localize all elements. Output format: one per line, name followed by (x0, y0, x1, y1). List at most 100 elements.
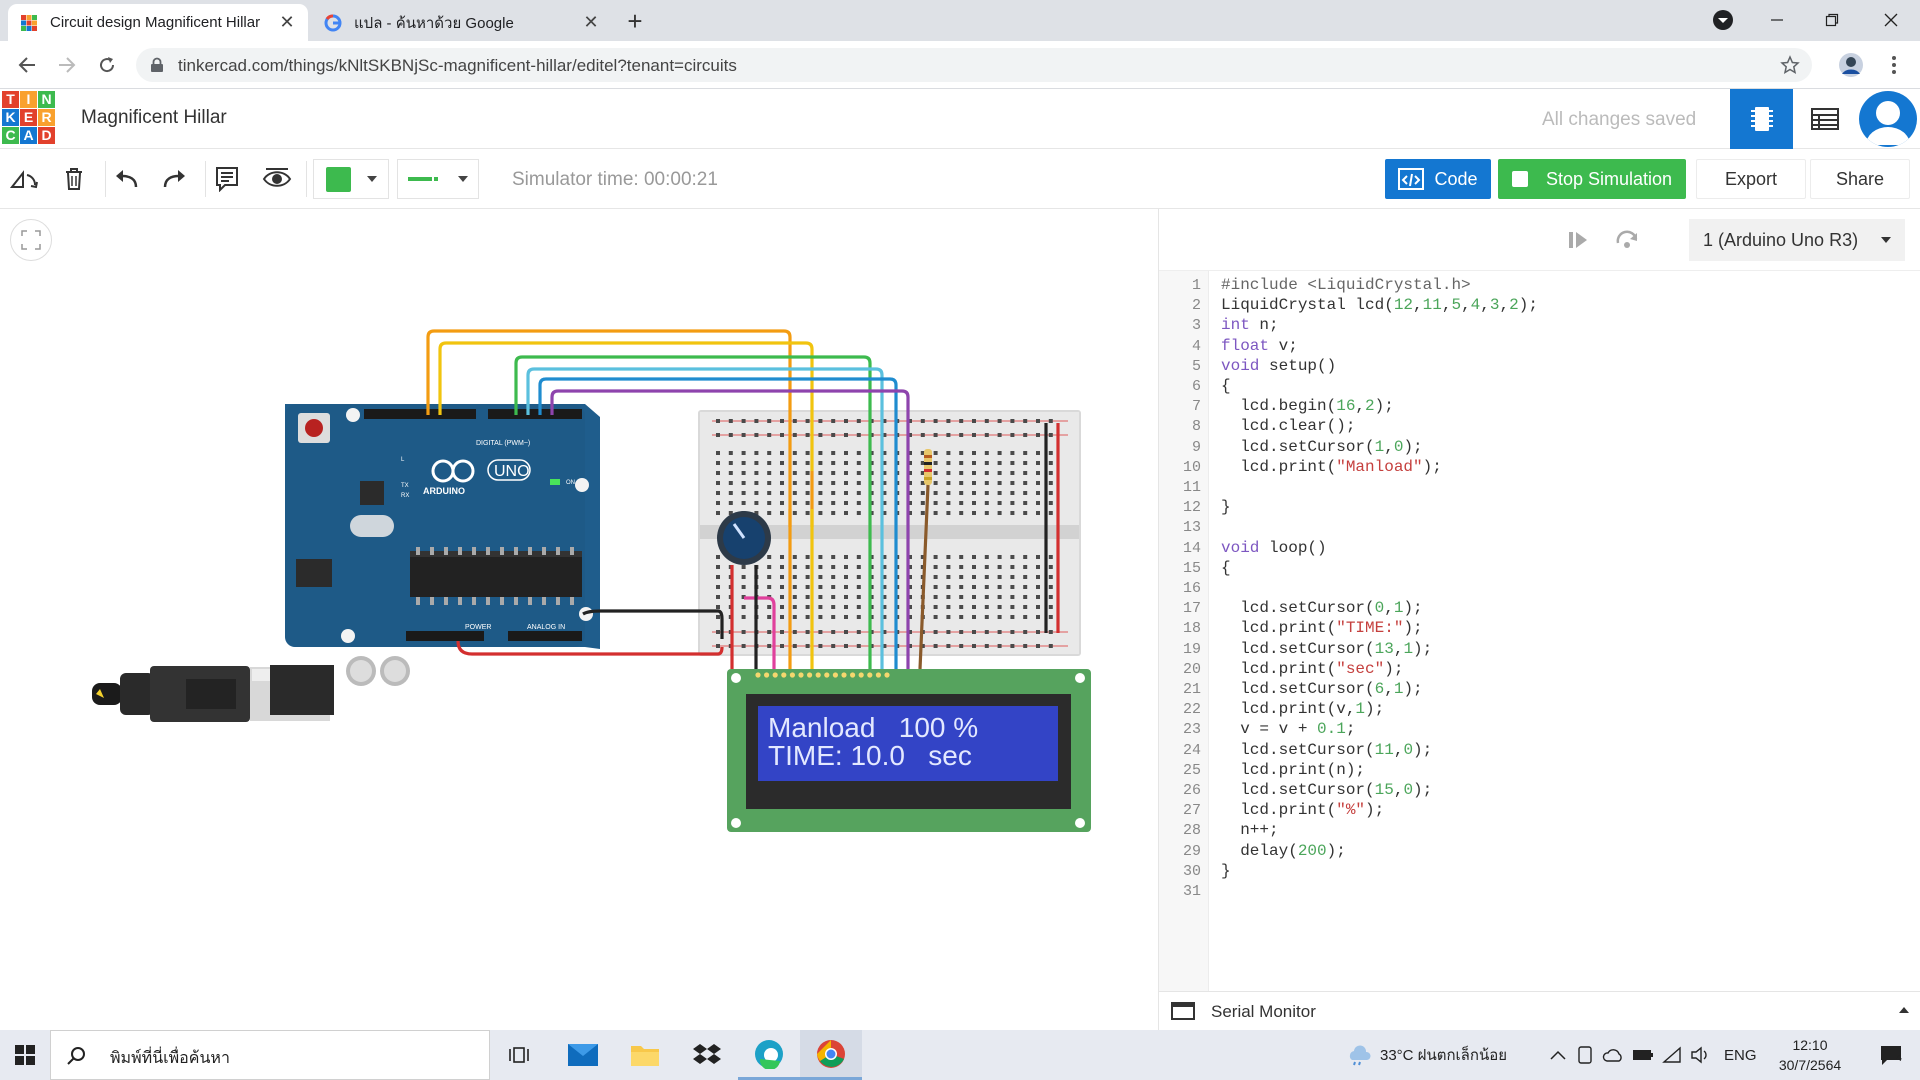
reload-button[interactable] (92, 50, 122, 80)
delete-button[interactable] (58, 163, 90, 195)
breadboard-hole (792, 585, 797, 589)
breadboard-hole (933, 433, 938, 437)
breadboard-hole (767, 433, 772, 437)
wire-style-picker[interactable] (397, 159, 479, 199)
breadboard-hole (1048, 644, 1053, 648)
logo-letter: T (2, 91, 19, 108)
clock[interactable]: 12:10 30/7/2564 (1779, 1030, 1841, 1080)
code-button[interactable]: Code (1385, 159, 1491, 199)
circuit-view-button[interactable] (1730, 89, 1793, 149)
board-select[interactable]: 1 (Arduino Uno R3) (1689, 219, 1905, 261)
visibility-button[interactable] (261, 163, 293, 195)
breadboard-hole (959, 630, 964, 634)
breadboard-hole (792, 630, 797, 634)
serial-monitor-bar[interactable]: Serial Monitor (1159, 991, 1920, 1030)
star-icon[interactable] (1780, 55, 1800, 75)
breadboard-hole (767, 615, 772, 619)
potentiometer[interactable] (717, 511, 771, 565)
code-line: lcd.print(v,1); (1221, 700, 1385, 719)
stop-simulation-button[interactable]: Stop Simulation (1498, 159, 1686, 199)
start-button[interactable] (0, 1030, 50, 1080)
breadboard-hole (844, 630, 848, 634)
chrome-menu-button[interactable] (1879, 50, 1909, 80)
line-number: 13 (1182, 519, 1201, 537)
breadboard-hole (1048, 575, 1053, 579)
profile-menu-icon[interactable] (1700, 0, 1746, 40)
task-view-button[interactable] (490, 1030, 552, 1080)
windows-icon (15, 1045, 35, 1065)
tab-tinkercad[interactable]: Circuit design Magnificent Hillar ✕ (8, 4, 308, 41)
component-list-button[interactable] (1793, 89, 1856, 149)
close-window-button[interactable] (1868, 0, 1914, 40)
notifications-button[interactable]: 4 (1866, 1030, 1916, 1080)
undo-icon (116, 170, 138, 188)
chevron-up-icon[interactable] (1899, 1007, 1909, 1013)
chrome-app[interactable] (800, 1030, 862, 1080)
breadboard-hole (780, 481, 784, 485)
export-button[interactable]: Export (1696, 159, 1806, 199)
dropbox-app[interactable] (676, 1030, 738, 1080)
breadboard-hole (1023, 491, 1028, 495)
terminal-icon (1171, 1002, 1195, 1020)
board-select-value: 1 (Arduino Uno R3) (1703, 230, 1859, 250)
rotate-button[interactable] (8, 163, 40, 195)
breadboard-hole (1010, 461, 1015, 465)
weather-widget[interactable]: 33°C ฝนตกเล็กน้อย (1346, 1030, 1507, 1080)
restart-icon[interactable] (1614, 227, 1640, 253)
arduino-uno[interactable]: ARDUINO UNO DIGITAL (PWM~) POWER ANALOG … (270, 404, 600, 715)
breadboard-hole (972, 644, 976, 648)
redo-icon (163, 170, 185, 188)
minimize-button[interactable] (1754, 0, 1800, 40)
play-step-icon[interactable] (1567, 229, 1589, 251)
breadboard-hole (1010, 451, 1015, 455)
color-picker[interactable] (313, 159, 389, 199)
file-explorer-app[interactable] (614, 1030, 676, 1080)
weather-icon (1349, 1045, 1371, 1066)
code-line: lcd.setCursor(0,1); (1221, 599, 1423, 618)
undo-button[interactable] (110, 163, 142, 195)
close-tab-icon[interactable]: ✕ (279, 12, 295, 32)
back-button[interactable] (12, 50, 42, 80)
new-tab-button[interactable]: + (627, 6, 643, 36)
breadboard-hole (805, 585, 810, 589)
taskbar-search[interactable]: พิมพ์ที่นี่เพื่อค้นหา (50, 1030, 490, 1080)
breadboard-hole (882, 615, 887, 619)
breadboard-hole (908, 565, 912, 569)
code-line: #include <LiquidCrystal.h> (1221, 276, 1471, 294)
forward-button[interactable] (52, 50, 82, 80)
breadboard-hole (984, 630, 989, 634)
tray-icons[interactable]: ENG (1550, 1030, 1773, 1080)
breadboard-hole (1023, 575, 1028, 579)
breadboard-hole (780, 605, 784, 609)
breadboard-hole (946, 644, 951, 648)
breadboard-hole (805, 595, 810, 599)
lcd-line-1: Manload 100 % (768, 712, 978, 743)
breadboard-hole (1010, 481, 1015, 485)
breadboard-hole (908, 630, 912, 634)
url-text: tinkercad.com/things/kNltSKBNjSc-magnifi… (178, 56, 737, 75)
resistor[interactable] (924, 449, 932, 485)
breadboard-hole (728, 461, 733, 465)
lcd-module[interactable]: Manload 100 % TIME: 10.0 sec (727, 669, 1091, 832)
mail-app[interactable] (552, 1030, 614, 1080)
fit-view-button[interactable] (10, 219, 52, 261)
breadboard-hole (946, 575, 951, 579)
breadboard-hole (933, 595, 938, 599)
breadboard-hole (1010, 433, 1015, 437)
notes-button[interactable] (211, 163, 243, 195)
edge-app[interactable] (738, 1030, 800, 1080)
profile-avatar[interactable] (1836, 50, 1866, 80)
design-title[interactable]: Magnificent Hillar (81, 107, 227, 128)
user-avatar[interactable] (1859, 91, 1917, 147)
address-bar[interactable]: tinkercad.com/things/kNltSKBNjSc-magnifi… (136, 48, 1812, 82)
tinkercad-logo[interactable]: T I N K E R C A D (2, 91, 56, 145)
wires[interactable] (426, 329, 1060, 670)
share-button[interactable]: Share (1810, 159, 1910, 199)
circuit-canvas[interactable]: ARDUINO UNO DIGITAL (PWM~) POWER ANALOG … (0, 209, 1158, 1030)
breadboard-hole (805, 630, 810, 634)
redo-button[interactable] (159, 163, 191, 195)
tab-google[interactable]: แปล - ค้นหาด้วย Google ✕ (312, 4, 612, 41)
restore-button[interactable] (1809, 0, 1855, 40)
language-indicator[interactable]: ENG (1724, 1046, 1757, 1064)
close-tab-icon[interactable]: ✕ (583, 12, 599, 32)
